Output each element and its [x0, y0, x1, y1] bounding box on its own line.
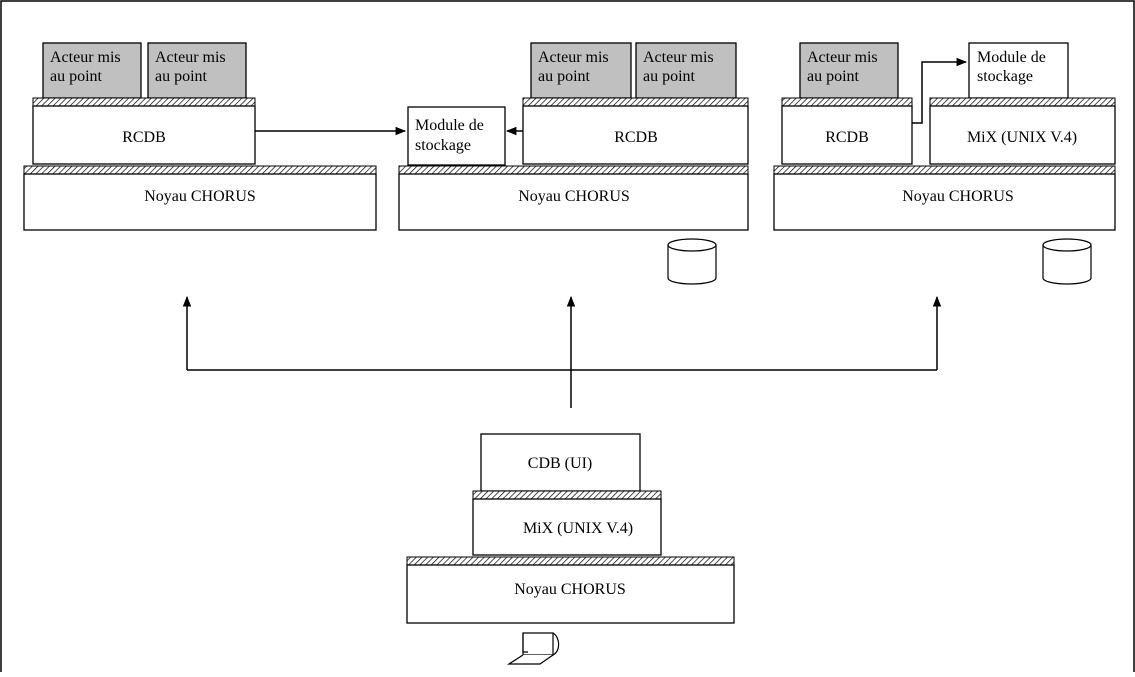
site3-kernel-hatch — [773, 165, 1116, 175]
site2-kernel-box — [398, 173, 749, 231]
site1-actor-2-box — [147, 42, 247, 99]
site1-actor-2-line2: au point — [155, 68, 208, 85]
central-mix-hatch — [472, 490, 662, 500]
site2-actor-1-line2: au point — [538, 68, 591, 85]
site1-rcdb-box — [32, 105, 256, 165]
site-2: Module de stockage Acteur mis au point A… — [398, 42, 749, 285]
site1-actor-2-line1: Acteur mis — [155, 49, 226, 66]
site2-storage-line2: stockage — [415, 137, 471, 154]
site-1: Acteur mis au point Acteur mis au point … — [23, 42, 377, 231]
site1-kernel-label: Noyau CHORUS — [144, 188, 256, 205]
terminal-icon — [506, 632, 560, 665]
site2-kernel-label: Noyau CHORUS — [518, 188, 630, 205]
site3-rcdb-hatch — [781, 97, 913, 107]
site3-mix-box — [929, 105, 1116, 165]
site2-actor-1-line1: Acteur mis — [538, 49, 609, 66]
central-kernel-box — [406, 564, 735, 624]
site3-kernel-label: Noyau CHORUS — [902, 188, 1014, 205]
site3-actor-line2: au point — [807, 68, 860, 85]
site1-rcdb-label: RCDB — [122, 129, 166, 146]
central-kernel-label: Noyau CHORUS — [514, 581, 626, 598]
site3-actor-box — [799, 42, 899, 99]
central-cdb-label: CDB (UI) — [528, 455, 592, 472]
site3-actor-line1: Acteur mis — [807, 49, 878, 66]
site2-storage-box — [407, 106, 506, 166]
site1-kernel-box — [23, 173, 377, 231]
site3-storage-line2: stockage — [977, 68, 1033, 85]
site3-kernel-box — [773, 173, 1116, 231]
site2-actor-2-box — [635, 42, 737, 99]
site2-kernel-hatch — [398, 165, 749, 175]
site2-actor-1-box — [530, 42, 632, 99]
site3-mix-hatch — [929, 97, 1116, 107]
site2-disk-icon — [667, 238, 717, 285]
site3-rcdb-label: RCDB — [825, 129, 869, 146]
central-cdb-box — [480, 433, 641, 492]
connectors — [182, 57, 968, 408]
site2-actor-2-line1: Acteur mis — [643, 49, 714, 66]
site3-disk-icon — [1042, 238, 1092, 285]
site3-storage-line1: Module de — [977, 49, 1046, 66]
site2-storage-line1: Module de — [415, 117, 484, 134]
site2-rcdb-box — [522, 105, 749, 165]
site3-storage-box — [968, 42, 1069, 99]
site-3: Acteur mis au point Module de stockage R… — [773, 42, 1116, 285]
central-mix-label: MiX (UNIX V.4) — [523, 520, 633, 537]
site1-rcdb-hatch — [32, 97, 256, 107]
site3-mix-label: MiX (UNIX V.4) — [967, 129, 1077, 146]
site1-kernel-hatch — [23, 165, 377, 175]
central-site: CDB (UI) MiX (UNIX V.4) Noyau CHORUS — [406, 433, 735, 665]
site1-actor-1-line2: au point — [50, 68, 103, 85]
arrow-site3-rcdb-to-storage — [912, 57, 968, 124]
site1-actor-1-line1: Acteur mis — [50, 49, 121, 66]
central-mix-box — [472, 498, 662, 556]
site2-rcdb-label: RCDB — [614, 129, 658, 146]
site2-rcdb-hatch — [522, 97, 749, 107]
central-kernel-hatch — [406, 556, 735, 566]
site3-rcdb-box — [781, 105, 913, 165]
site2-actor-2-line2: au point — [643, 68, 696, 85]
